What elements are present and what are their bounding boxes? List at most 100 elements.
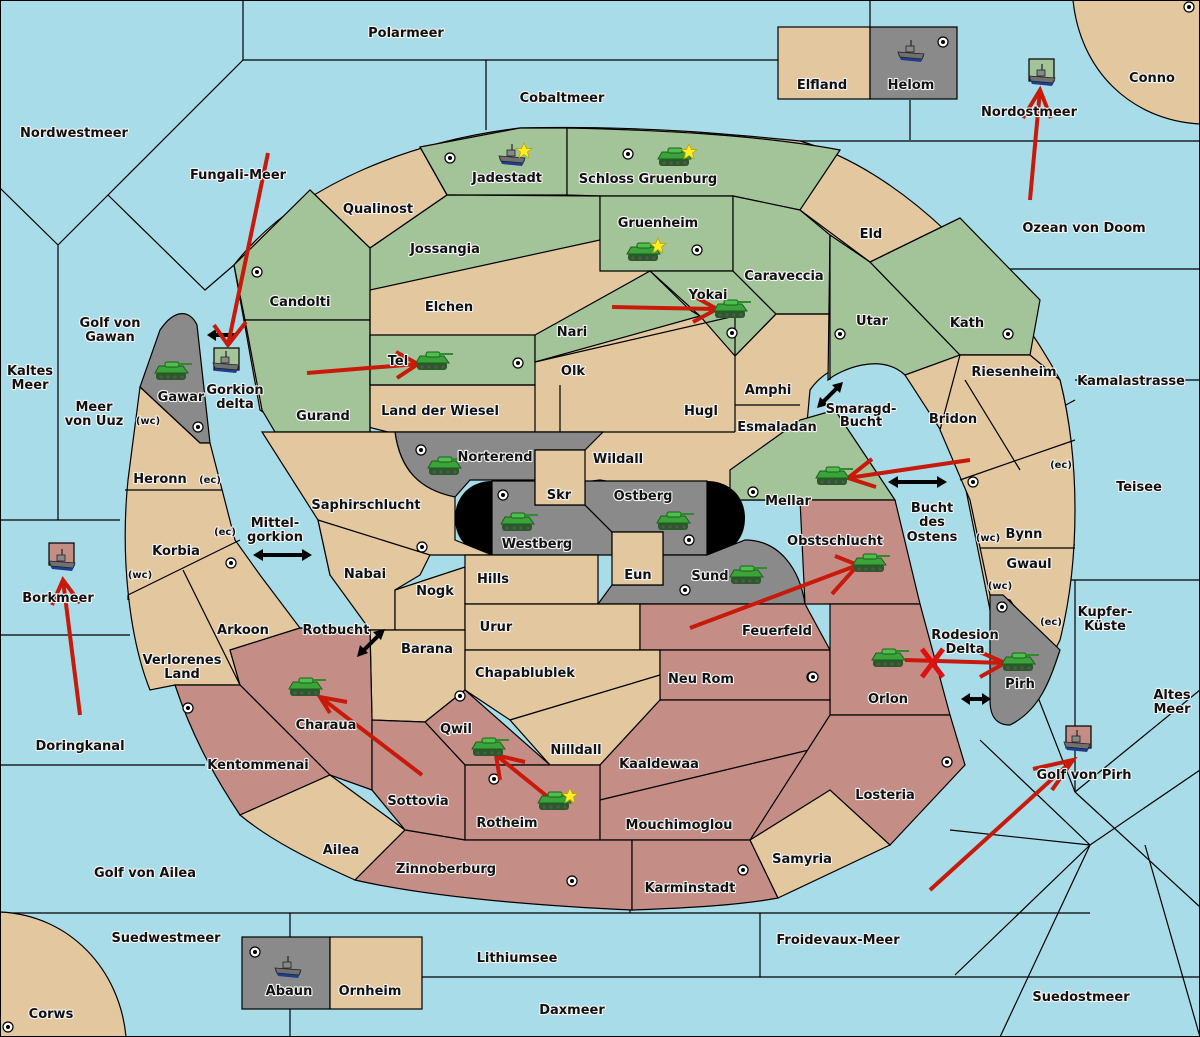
label: Heronn [133, 472, 187, 487]
province-utar[interactable] [827, 233, 962, 382]
label: Skr [547, 488, 572, 503]
label: Bridon [929, 412, 977, 427]
label: Küste [1084, 619, 1126, 634]
label: Kamalastrasse [1077, 374, 1185, 389]
label: Rodesion [931, 628, 998, 643]
supply-center-icon [941, 756, 953, 768]
label: Amphi [745, 383, 792, 398]
label: Mittel- [251, 516, 300, 531]
province-samyria[interactable] [749, 789, 892, 899]
label: Nilldall [550, 743, 601, 758]
province-elfland[interactable] [777, 26, 871, 100]
label: Saphirschlucht [311, 498, 420, 513]
label: Elchen [425, 300, 473, 315]
coast-tag: (wc) [128, 570, 152, 581]
supply-center-icon [937, 36, 949, 48]
supply-center-icon [497, 489, 509, 501]
label: Hills [477, 572, 509, 587]
label: Korbia [152, 544, 200, 559]
label: Rotheim [476, 816, 537, 831]
label: Eun [624, 568, 651, 583]
supply-center-icon [444, 152, 456, 164]
province-conno[interactable] [1072, 0, 1200, 125]
label: von Uuz [65, 414, 124, 429]
label: Corws [29, 1007, 74, 1022]
label: Karminstadt [645, 881, 736, 896]
supply-center-icon [249, 946, 261, 958]
supply-center-icon [182, 702, 194, 714]
label: Ornheim [339, 984, 402, 999]
order-arrow [315, 694, 424, 777]
supply-center-icon [566, 875, 578, 887]
label: Nogk [416, 584, 454, 599]
label: Borkmeer [22, 591, 94, 606]
order-arrow [928, 756, 1078, 892]
label: Ailea [323, 843, 360, 858]
label: Ostens [907, 530, 958, 545]
supply-center-icon [512, 357, 524, 369]
label: Bucht [840, 415, 882, 430]
label: Kath [950, 316, 984, 331]
label: Verlorenes [142, 653, 221, 668]
label: Mellar [765, 494, 811, 509]
label: Golf von Pirh [1036, 768, 1131, 783]
ostberg-black-cap [707, 481, 745, 555]
westberg-black-cap [455, 481, 492, 555]
label: Kaltes [7, 364, 53, 379]
province-saphirschlucht[interactable] [260, 431, 493, 576]
label: Golf von [80, 316, 141, 331]
label: Ostberg [614, 489, 673, 504]
label: Feuerfeld [742, 624, 812, 639]
province-gruenheim[interactable] [599, 195, 734, 272]
label: Jadestadt [471, 171, 542, 186]
province-skr[interactable] [534, 449, 586, 506]
label: Tel [388, 354, 408, 369]
province-candolti[interactable] [233, 189, 371, 321]
label: Losteria [855, 788, 915, 803]
province-nari[interactable] [534, 270, 702, 363]
failed-order-x-icon [920, 647, 945, 679]
label: Nordostmeer [981, 105, 1078, 120]
label: Rotbucht [303, 623, 370, 638]
double-arrow-icon [820, 385, 840, 405]
label: Norterend [457, 450, 532, 465]
orders [50, 85, 1078, 892]
label: Nabai [344, 567, 386, 582]
label: Elfland [797, 78, 847, 93]
supply-center-icon [807, 671, 819, 683]
label: Candolti [270, 295, 331, 310]
coast-tag: (ec) [1040, 617, 1062, 628]
province-corws[interactable] [0, 911, 127, 1037]
label: Utar [856, 314, 889, 329]
supply-center-icon [996, 601, 1008, 613]
label: delta [216, 397, 254, 412]
label: des [919, 515, 945, 530]
province-ornheim[interactable] [329, 936, 423, 1010]
label: Meer [12, 378, 50, 393]
label: Caraveccia [744, 269, 823, 284]
labels: Polarmeer Cobaltmeer Nordwestmeer Fungal… [6, 25, 1192, 1023]
label: Wildall [593, 452, 643, 467]
supply-center-icon [251, 266, 263, 278]
label: Kupfer- [1078, 605, 1133, 620]
label: Samyria [772, 852, 832, 867]
label: Kentommenai [207, 758, 308, 773]
supply-center-icon [416, 541, 428, 553]
label: Ozean von Doom [1022, 221, 1145, 236]
label: Obstschlucht [787, 534, 883, 549]
label: Qualinost [343, 202, 413, 217]
label: Esmaladan [737, 420, 817, 435]
label: Lithiumsee [477, 951, 558, 966]
order-arrow [1021, 85, 1053, 201]
label: Doringkanal [35, 739, 124, 754]
label: Neu Rom [668, 672, 734, 687]
province-eun[interactable] [611, 531, 664, 586]
coast-tag: (wc) [976, 533, 1000, 544]
supply-center-icon [415, 444, 427, 456]
label: Sund [691, 569, 728, 584]
label: Conno [1129, 71, 1175, 86]
label: Zinnoberburg [396, 862, 496, 877]
supply-center-icon [454, 690, 466, 702]
label: Schloss Gruenburg [579, 172, 717, 187]
